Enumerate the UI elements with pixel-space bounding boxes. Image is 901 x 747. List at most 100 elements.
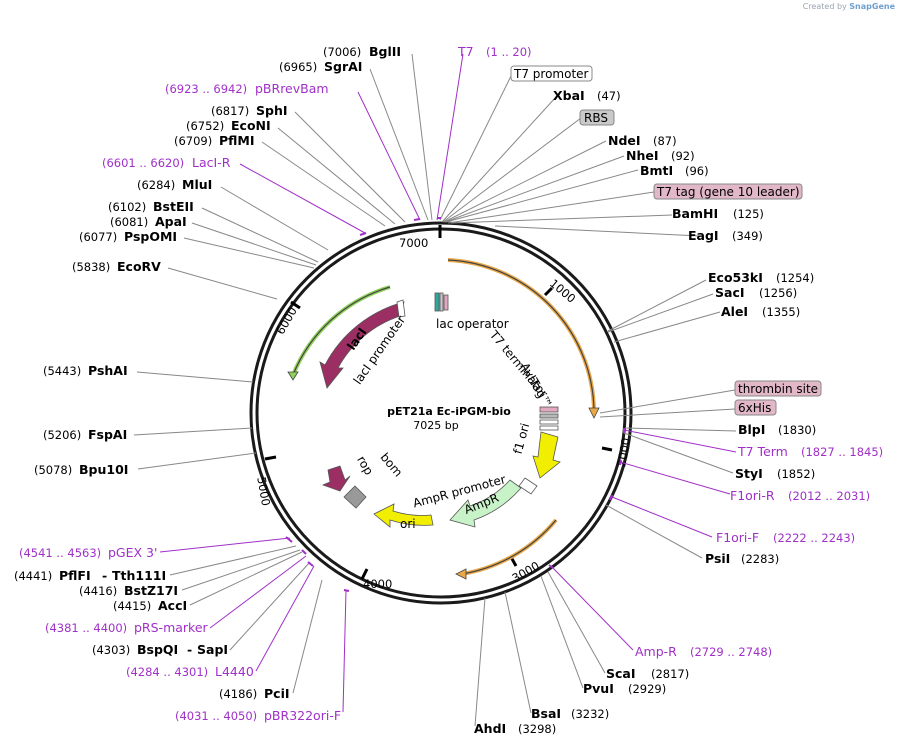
leader-styi [623, 432, 734, 474]
primer-prs-marker: (4381 .. 4400)pRS-marker [45, 620, 209, 635]
leader-f1ori-f [611, 496, 713, 538]
orf-arcs [291, 258, 597, 576]
site-apai: (6081)ApaI [110, 214, 187, 229]
leader-bglii [411, 53, 433, 221]
site-eagi: EagI(349) [688, 228, 763, 243]
svg-text:(4415): (4415) [113, 599, 151, 613]
svg-text:BsaI: BsaI [531, 706, 561, 721]
orf-top-right-core [447, 259, 595, 414]
site-pvui: PvuI(2929) [583, 681, 666, 696]
site-acci: (4415)AccI [113, 598, 187, 613]
leader-eagi [494, 225, 701, 237]
svg-text:SgrAI: SgrAI [324, 59, 362, 74]
orf-bottom-right-core [461, 519, 557, 575]
snapgene-credit: Created by SnapGene [802, 2, 895, 11]
svg-text:(1830): (1830) [778, 423, 816, 437]
feature-shapes [319, 292, 561, 528]
rop-feature [321, 465, 351, 492]
lac-operator-feature-3 [443, 294, 449, 311]
ring-tick-5000: 5000 [254, 476, 273, 507]
t7-terminator-feature-3 [539, 425, 559, 431]
svg-text:Amp-R: Amp-R [635, 644, 677, 659]
svg-text:F1ori-R: F1ori-R [730, 488, 775, 503]
leader-saci [607, 293, 714, 333]
svg-text:(87): (87) [653, 134, 677, 148]
plasmid-name: pET21a Ec-iPGM-bio [387, 405, 511, 418]
site-pflfi: (4441)PflFI-Tth111I [14, 568, 166, 583]
svg-text:(5443): (5443) [43, 364, 81, 378]
site-eco53ki: Eco53kI(1254) [708, 270, 814, 285]
ring-tick-6000: 6000 [273, 305, 300, 337]
leader-pvui [540, 575, 584, 689]
svg-text:Tth111I: Tth111I [112, 568, 166, 583]
leader-nhei [444, 155, 625, 223]
svg-text:NdeI: NdeI [608, 133, 641, 148]
leader-laci-r [239, 163, 366, 234]
site-psii: PsiI (2283) [705, 551, 779, 566]
svg-text:BstZ17I: BstZ17I [124, 583, 178, 598]
svg-text:(5838): (5838) [72, 260, 110, 274]
svg-text:PspOMI: PspOMI [124, 229, 177, 244]
primer-markers [285, 217, 625, 592]
ampr-feature [449, 479, 522, 528]
svg-text:PciI: PciI [264, 686, 290, 701]
primer-t7: T7(1 .. 20) [457, 44, 532, 59]
site-bsai: BsaI(3232) [531, 706, 609, 721]
site-mlui: (6284)MluI [137, 177, 212, 192]
leader-l4440 [255, 565, 315, 672]
svg-text:EcoNI: EcoNI [231, 118, 271, 133]
leader-ndei [443, 140, 607, 223]
svg-text:FspAI: FspAI [88, 427, 127, 442]
primer-f1ori-f: F1ori-F(2222 .. 2243) [716, 530, 855, 545]
svg-text:MluI: MluI [182, 177, 212, 192]
leader-amp-r [550, 565, 634, 651]
svg-text:T7: T7 [457, 44, 474, 59]
svg-text:(1256): (1256) [759, 286, 797, 300]
leader-bsteii [201, 207, 319, 263]
right-labels: T7(1 .. 20) T7 promoter XbaI(47) RBS Nde… [457, 44, 883, 736]
leader-pbr322ori-f [342, 589, 347, 713]
svg-text:(125): (125) [733, 207, 764, 221]
ring-tick-4000: 4000 [363, 577, 392, 591]
site-ecorv: (5838)EcoRV [72, 259, 161, 274]
svg-text:T7 Term: T7 Term [737, 444, 788, 459]
leader-alei [613, 311, 721, 343]
svg-text:L4440: L4440 [215, 664, 254, 679]
svg-text:SacI: SacI [715, 285, 745, 300]
feature-t7-tag: T7 tag (gene 10 leader) [653, 183, 803, 200]
site-sphi: (6817)SphI [211, 103, 288, 118]
svg-text:T7 tag (gene 10 leader): T7 tag (gene 10 leader) [656, 185, 800, 199]
svg-text:T7 promoter: T7 promoter [513, 67, 589, 81]
svg-text:(3298): (3298) [518, 722, 556, 736]
svg-text:(2283): (2283) [741, 552, 779, 566]
svg-text:BlpI: BlpI [738, 422, 765, 437]
site-nhei: NheI(92) [626, 148, 695, 163]
svg-text:(6081): (6081) [110, 215, 148, 229]
svg-text:(2222 .. 2243): (2222 .. 2243) [773, 531, 855, 545]
leader-pshai [136, 371, 254, 383]
primer-l4440: (4284 .. 4301) L4440 [126, 664, 254, 679]
leader-rbs [442, 117, 582, 223]
feature-6xhis: 6xHis [734, 399, 777, 416]
leader-eco53ki [607, 279, 707, 332]
svg-text:(4284 .. 4301): (4284 .. 4301) [126, 665, 208, 679]
orf-arrowheads [287, 371, 600, 580]
site-bamhi: BamHI(125) [672, 206, 764, 221]
site-sgrai: (6965)SgrAI [279, 59, 362, 74]
leader-f1ori-r [619, 461, 731, 495]
svg-text:(96): (96) [685, 164, 709, 178]
leader-sgrai [369, 68, 429, 221]
t7-terminator-feature [539, 413, 559, 419]
leader-blpi [624, 427, 737, 432]
primer-amp-r: Amp-R(2729 .. 2748) [635, 644, 772, 659]
ring-ticks [264, 225, 613, 580]
primer-t7-term: T7 Term(1827 .. 1845) [737, 444, 883, 459]
site-fspai: (5206)FspAI [43, 427, 127, 442]
leader-bstz17i [181, 549, 301, 591]
leader-lines [133, 53, 737, 727]
svg-text:PsiI: PsiI [705, 551, 730, 566]
ampr-promoter-feature [518, 477, 538, 495]
svg-text:SphI: SphI [256, 103, 288, 118]
svg-text:AhdI: AhdI [474, 721, 506, 736]
site-scai: ScaI(2817) [606, 666, 689, 681]
